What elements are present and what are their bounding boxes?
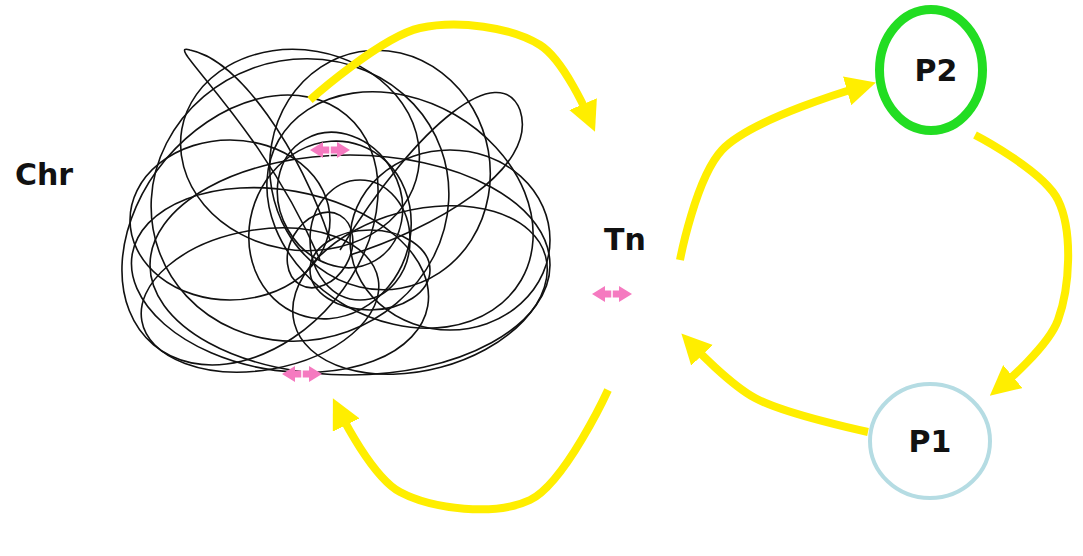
pink-double-arrow — [310, 142, 350, 158]
circle-outline — [880, 10, 983, 131]
node-label: P2 — [915, 54, 958, 87]
chromosome-tangle — [69, 17, 576, 415]
pink-double-arrow — [282, 366, 322, 382]
node-label: Chr — [15, 158, 570, 191]
transfer-arrow — [975, 135, 1068, 384]
plasmid-circle: P2 — [875, 5, 987, 135]
transposon-marks — [282, 142, 632, 382]
transfer-arrow — [680, 87, 859, 260]
transposon-node: Tn — [570, 130, 680, 390]
node-label: P1 — [909, 425, 952, 458]
transfer-arrow — [310, 25, 588, 116]
transfer-arrow — [341, 390, 608, 509]
plasmid-circle: P1 — [868, 382, 992, 500]
transfer-arrow — [694, 347, 868, 432]
pink-double-arrow — [592, 286, 632, 302]
circle-outline — [870, 384, 990, 498]
node-label: Tn — [570, 223, 680, 256]
chromosome-node: Chr — [10, 100, 570, 400]
